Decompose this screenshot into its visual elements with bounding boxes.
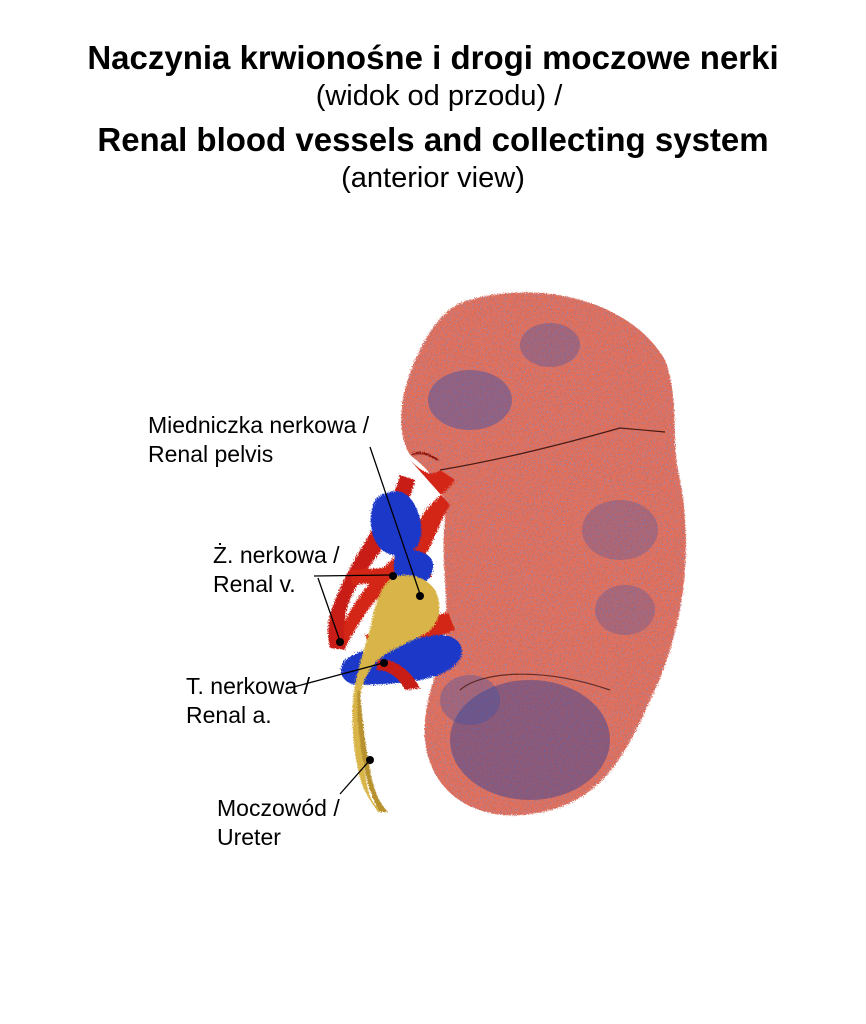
label-renal-vein-pl: Ż. nerkowa /	[213, 542, 340, 568]
label-renal-artery-pl: T. nerkowa /	[186, 673, 310, 699]
renal-vein	[340, 491, 462, 690]
label-ureter-en: Ureter	[217, 824, 281, 850]
leader-pelvis	[369, 446, 421, 595]
leader-lines	[289, 446, 421, 795]
label-renal-pelvis-en: Renal pelvis	[148, 441, 274, 467]
title-polish: Naczynia krwionośne i drogi moczowe nerk…	[87, 39, 779, 76]
label-renal-artery-en: Renal a.	[186, 702, 272, 728]
renal-pelvis-ureter	[352, 575, 440, 812]
title-english: Renal blood vessels and collecting syste…	[97, 121, 769, 158]
label-renal-vein-en: Renal v.	[213, 571, 296, 597]
label-ureter-pl: Moczowód /	[217, 795, 340, 821]
leader-ureter	[339, 759, 371, 795]
label-renal-vein: Ż. nerkowa / Renal v.	[213, 541, 340, 599]
subtitle-polish: (widok od przodu) /	[315, 80, 563, 112]
leader-vein-1	[313, 574, 394, 577]
leader-artery	[289, 662, 384, 689]
label-renal-pelvis: Miedniczka nerkowa / Renal pelvis	[148, 411, 369, 469]
subtitle-english: (anterior view)	[341, 162, 525, 194]
label-renal-artery: T. nerkowa / Renal a.	[186, 672, 310, 730]
title-block: Naczynia krwionośne i drogi moczowe nerk…	[0, 38, 866, 196]
label-renal-pelvis-pl: Miedniczka nerkowa /	[148, 412, 370, 438]
leader-vein-2	[317, 577, 341, 642]
leader-dots	[336, 572, 424, 764]
label-ureter: Moczowód / Ureter	[217, 794, 340, 852]
